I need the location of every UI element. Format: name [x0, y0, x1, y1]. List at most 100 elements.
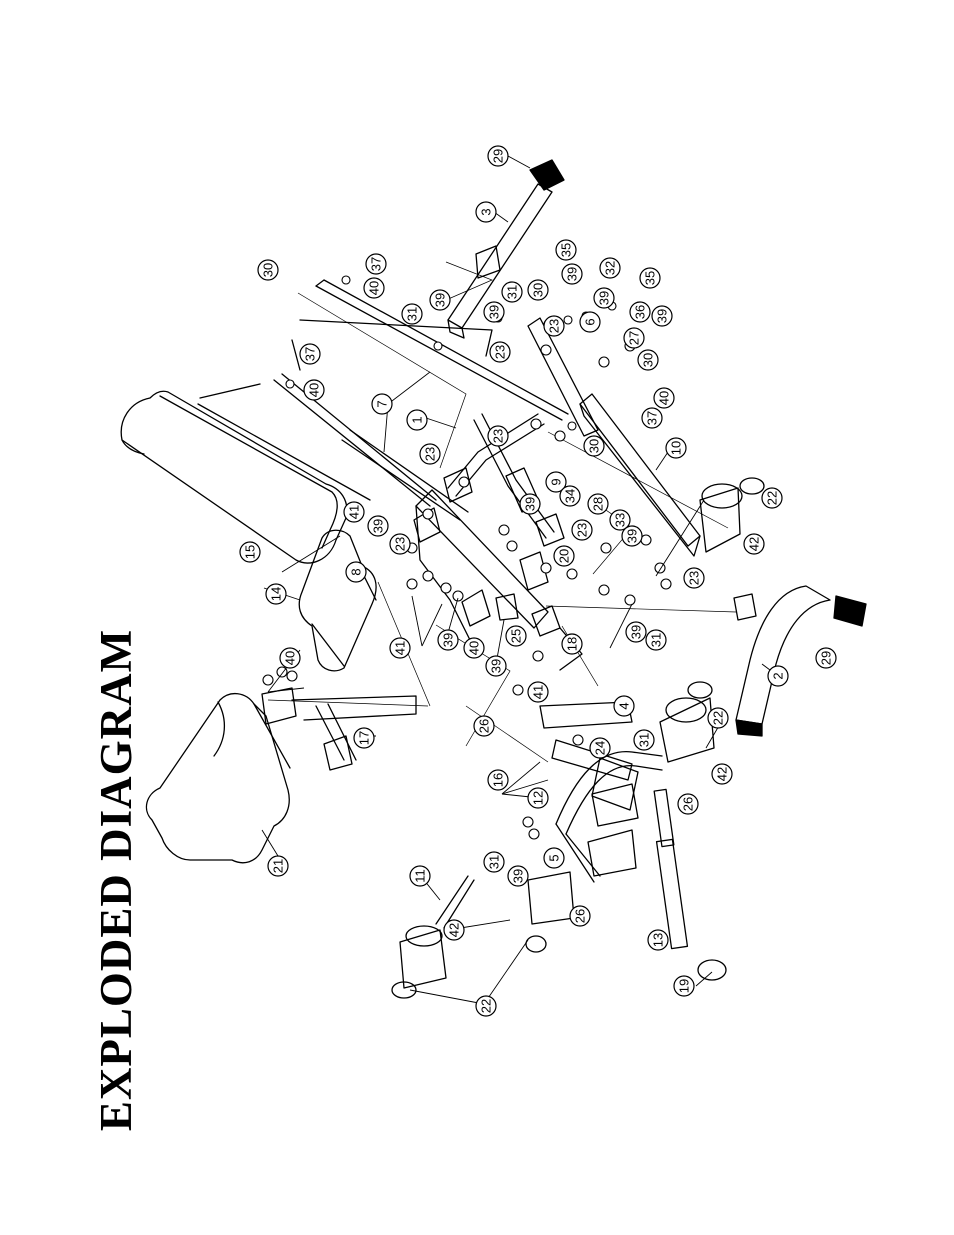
svg-text:2: 2	[771, 672, 786, 679]
callout-35a: 35	[555, 239, 577, 261]
rear-bar	[579, 393, 701, 557]
callout-22c: 22	[475, 995, 497, 1017]
svg-text:12: 12	[531, 791, 546, 805]
svg-text:1: 1	[410, 416, 425, 423]
callout-40b: 40	[303, 379, 325, 401]
callout-26a: 26	[473, 715, 495, 737]
top-bar	[447, 159, 565, 339]
callout-31b: 31	[501, 281, 523, 303]
svg-text:39: 39	[441, 633, 456, 647]
callout-30b: 30	[527, 279, 549, 301]
svg-text:14: 14	[269, 587, 284, 601]
svg-text:31: 31	[405, 307, 420, 321]
svg-text:24: 24	[593, 741, 608, 755]
svg-text:4: 4	[617, 702, 632, 709]
svg-text:37: 37	[645, 411, 660, 425]
svg-text:22: 22	[711, 711, 726, 725]
svg-text:15: 15	[243, 545, 258, 559]
callout-24b: 24	[713, 739, 728, 753]
callout-29b: 29	[815, 647, 837, 669]
svg-text:25: 25	[509, 629, 524, 643]
svg-text:39: 39	[489, 659, 504, 673]
svg-text:7: 7	[375, 400, 390, 407]
callout-41a: 41	[343, 501, 365, 523]
callout-34: 34	[559, 485, 581, 507]
callout-36: 36	[629, 301, 651, 323]
callout-31a: 31	[401, 303, 423, 325]
callout-25: 25	[505, 625, 527, 647]
svg-text:23: 23	[687, 571, 702, 585]
end-caps	[391, 477, 765, 999]
long-shaft	[435, 875, 475, 929]
svg-text:31: 31	[505, 285, 520, 299]
svg-text:39: 39	[597, 291, 612, 305]
svg-text:34: 34	[563, 489, 578, 503]
guide-lines	[267, 261, 737, 763]
callout-26d: 26	[573, 911, 588, 925]
callout-39i: 39	[625, 621, 647, 643]
svg-text:6: 6	[583, 318, 598, 325]
svg-text:26: 26	[573, 909, 588, 923]
callout-15: 15	[239, 541, 261, 563]
callout-23f: 23	[683, 567, 705, 589]
svg-text:5: 5	[547, 854, 562, 861]
callout-39h: 39	[621, 525, 643, 547]
front-pad	[145, 693, 291, 864]
callout-29a: 29	[487, 145, 509, 167]
svg-text:41: 41	[531, 685, 546, 699]
callout-24a: 24	[589, 737, 611, 759]
callout-11: 11	[409, 865, 431, 887]
main-frame	[413, 413, 555, 641]
svg-text:39: 39	[433, 293, 448, 307]
svg-text:23: 23	[491, 429, 506, 443]
callout-31e: 31	[483, 851, 505, 873]
svg-text:30: 30	[641, 353, 656, 367]
svg-text:32: 32	[603, 261, 618, 275]
callout-8: 8	[345, 561, 367, 583]
callout-35b: 35	[639, 267, 661, 289]
callout-42d: 42	[449, 923, 464, 937]
callout-39g: 39	[519, 493, 541, 515]
callout-26b: 26	[677, 793, 699, 815]
callout-22a: 22	[761, 487, 783, 509]
callout-40c: 40	[653, 387, 675, 409]
callout-28: 28	[587, 493, 609, 515]
svg-text:9: 9	[549, 478, 564, 485]
svg-text:37: 37	[369, 257, 384, 271]
svg-text:23: 23	[393, 537, 408, 551]
callout-39j: 39	[437, 629, 459, 651]
svg-text:35: 35	[559, 243, 574, 257]
svg-text:10: 10	[669, 441, 684, 455]
callout-5: 5	[543, 847, 565, 869]
svg-text:39: 39	[487, 305, 502, 319]
svg-text:11: 11	[413, 869, 428, 883]
svg-text:18: 18	[565, 637, 580, 651]
svg-text:26: 26	[681, 797, 696, 811]
callout-41c: 41	[527, 681, 549, 703]
svg-text:39: 39	[511, 869, 526, 883]
svg-text:40: 40	[657, 391, 672, 405]
svg-text:30: 30	[261, 263, 276, 277]
callout-39d: 39	[593, 287, 615, 309]
callout-37a: 37	[365, 253, 387, 275]
svg-text:19: 19	[677, 979, 692, 993]
callout-16: 16	[487, 769, 509, 791]
svg-text:31: 31	[487, 855, 502, 869]
svg-text:31: 31	[637, 733, 652, 747]
svg-text:3: 3	[479, 208, 494, 215]
callout-30c: 30	[637, 349, 659, 371]
svg-text:40: 40	[283, 651, 298, 665]
svg-text:40: 40	[307, 383, 322, 397]
svg-text:39: 39	[625, 529, 640, 543]
callout-4: 4	[613, 695, 635, 717]
svg-text:29: 29	[819, 651, 834, 665]
callout-40e: 40	[279, 647, 301, 669]
callout-22d: 22	[477, 999, 492, 1013]
svg-text:42: 42	[715, 767, 730, 781]
svg-text:20: 20	[557, 549, 572, 563]
callout-23d: 23	[389, 533, 411, 555]
svg-text:33: 33	[613, 513, 628, 527]
svg-text:40: 40	[467, 641, 482, 655]
callout-23c: 23	[487, 425, 509, 447]
callout-39b: 39	[483, 301, 505, 323]
